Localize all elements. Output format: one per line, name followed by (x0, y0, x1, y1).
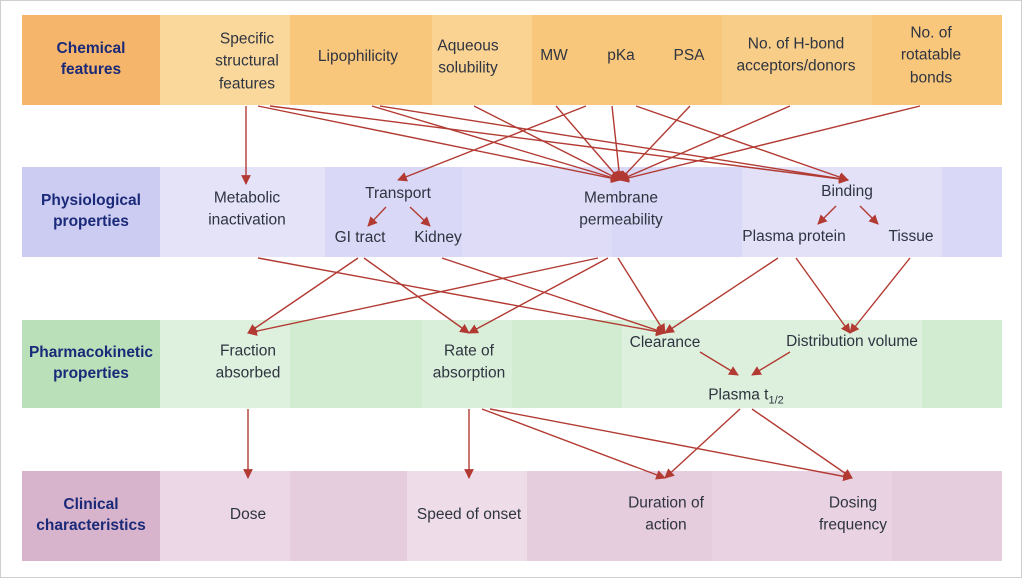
arrow-membrane-to-rate (468, 257, 609, 334)
arrow-rate-to-frequency (489, 408, 853, 482)
pka-node: pKa (607, 46, 635, 64)
rotatable-bonds-node: No. of rotatable bonds (900, 24, 962, 87)
pharmacokinetic-properties-heading: Pharmacokinetic properties (22, 320, 160, 408)
arrow-clearance-to-half-life (699, 351, 739, 376)
tissue-node: Tissue (888, 227, 934, 245)
pharmacokinetic-properties-band (22, 320, 1002, 408)
plasma-half-life-label: Plasma t (708, 386, 769, 404)
distribution-volume-node: Distribution volume (786, 332, 918, 350)
arrow-pka-to-membrane (611, 105, 624, 181)
arrow-psa-to-membrane (619, 105, 691, 181)
psa-node: PSA (673, 46, 705, 64)
half-life-subscript: 1/2 (768, 394, 784, 407)
arrow-rate-to-duration (481, 408, 666, 480)
arrow-gi-to-rate (363, 257, 470, 334)
chemical-features-band (22, 15, 1002, 105)
dose-node: Dose (229, 505, 267, 523)
gi-tract-node: GI tract (334, 228, 386, 246)
arrow-mw-to-transport (397, 105, 587, 182)
arrow-plasma-protein-to-distribution (795, 257, 851, 334)
transport-node: Transport (365, 184, 431, 202)
fraction-absorbed-node: Fraction absorbed (215, 342, 281, 382)
clearance-node: Clearance (629, 333, 701, 351)
arrow-lipophilicity-to-binding (379, 105, 849, 184)
plasma-half-life-node: Plasma t1/2 (708, 362, 784, 410)
arrow-structure-to-membrane (257, 105, 621, 184)
membrane-permeability-node: Membrane permeability (579, 189, 663, 229)
speed-of-onset-node: Speed of onset (416, 505, 522, 523)
mw-node: MW (540, 46, 568, 64)
h-bond-acceptors-donors-node: No. of H-bond acceptors/donors (736, 35, 856, 75)
arrow-binding-to-tissue (859, 205, 879, 225)
arrow-rotatable-to-membrane (619, 105, 921, 183)
aqueous-solubility-node: Aqueous solubility (437, 37, 499, 77)
chemical-features-heading: Chemical features (22, 15, 160, 105)
arrow-tissue-to-distribution (849, 257, 911, 334)
arrow-metabolic-to-clearance (257, 257, 666, 337)
arrow-transport-to-kidney (409, 206, 431, 227)
arrow-kidney-to-clearance (441, 257, 666, 335)
arrow-hbond-to-membrane (619, 105, 791, 181)
arrow-distribution-to-half-life (751, 351, 791, 376)
arrow-solubility-to-membrane (473, 105, 621, 181)
duration-of-action-node: Duration of action (628, 494, 704, 534)
kidney-node: Kidney (414, 228, 462, 246)
arrow-half-life-to-frequency (751, 408, 853, 479)
dosing-frequency-node: Dosing frequency (818, 494, 888, 534)
arrow-plasma-protein-to-clearance (664, 257, 779, 334)
metabolic-inactivation-node: Metabolic inactivation (208, 189, 286, 229)
arrow-binding-to-plasma-protein (817, 205, 837, 225)
lipophilicity-node: Lipophilicity (317, 47, 399, 65)
specific-structural-features-node: Specific structural features (215, 30, 279, 93)
arrow-gi-to-fraction (247, 257, 359, 334)
arrow-membrane-to-fraction (247, 257, 599, 336)
physiological-properties-heading: Physiological properties (22, 167, 160, 257)
plasma-protein-node: Plasma protein (742, 227, 846, 245)
arrow-lipophilicity-to-membrane (371, 105, 621, 183)
clinical-characteristics-heading: Clinical characteristics (22, 471, 160, 561)
clinical-characteristics-band (22, 471, 1002, 561)
binding-node: Binding (821, 182, 873, 200)
rate-of-absorption-node: Rate of absorption (432, 342, 506, 382)
arrow-transport-to-gi (367, 206, 387, 227)
arrow-membrane-to-clearance (617, 257, 666, 334)
arrow-pka-to-binding (635, 105, 849, 182)
arrow-mw-to-membrane (555, 105, 621, 181)
arrow-structure-to-binding (269, 105, 849, 184)
arrow-half-life-to-duration (664, 408, 741, 479)
